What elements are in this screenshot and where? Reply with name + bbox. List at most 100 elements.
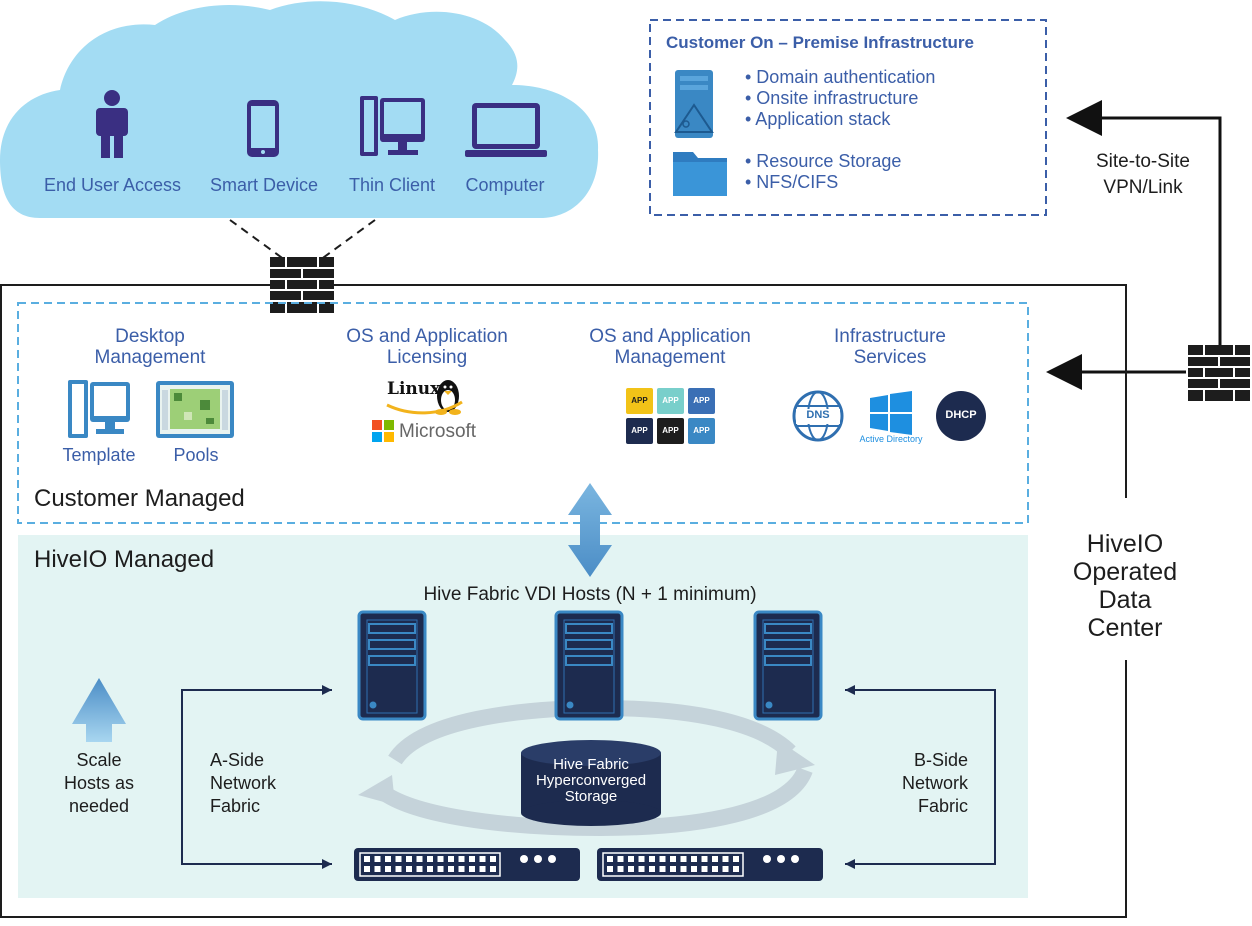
section-desktop-title1: Desktop: [115, 326, 185, 347]
app-tile: [688, 418, 715, 444]
a-side-fabric-line: [181, 689, 332, 865]
a-side-line1: A-Side: [210, 750, 265, 770]
loop-arrowhead-left: [358, 775, 395, 805]
customer-managed-box: [17, 302, 1029, 524]
laptop-icon: [465, 103, 547, 157]
hive-managed-label: HiveIO Managed: [34, 546, 215, 573]
vpn-label-line1: Site-to-Site: [1096, 151, 1190, 172]
pools-icon: [156, 381, 234, 438]
b-side-line1: B-Side: [913, 750, 968, 770]
microsoft-logo-icon: [372, 420, 394, 442]
onprem-item-5: • NFS/CIFS: [745, 172, 839, 192]
datacenter-line2: Operated: [1072, 558, 1178, 586]
active-directory-label: Active Directory: [859, 434, 923, 444]
device-label-thin-client: Thin Client: [348, 175, 436, 195]
pools-label: Pools: [173, 445, 219, 465]
scale-up-arrow: [72, 678, 126, 742]
microsoft-label: Microsoft: [399, 421, 477, 442]
app-tile-label: APP: [693, 396, 710, 405]
app-tile: [626, 388, 653, 414]
template-monitor-icon: [68, 380, 130, 438]
onprem-item-1: • Domain authentication: [745, 67, 936, 87]
section-licensing-title2: Licensing: [386, 347, 468, 368]
smartphone-icon: [247, 100, 279, 157]
app-tile-label: APP: [693, 426, 710, 435]
loop-arrowhead-right: [775, 740, 815, 775]
vdi-host-server-icon: [554, 610, 624, 721]
datacenter-outline-bottom: [0, 660, 1127, 918]
b-side-line2: Network: [901, 773, 968, 793]
firewall-icon-top: [270, 257, 334, 313]
app-tile-label: APP: [662, 396, 679, 405]
cloud-shape: [0, 1, 599, 218]
linux-swoosh: [386, 400, 463, 415]
section-infra-title1: Infrastructure: [834, 326, 946, 347]
section-licensing-title1: OS and Application: [346, 326, 508, 347]
scale-line1: Scale: [76, 750, 122, 770]
storage-line3: Storage: [564, 788, 618, 805]
onprem-box: [649, 19, 1047, 216]
scale-line2: Hosts as: [63, 773, 135, 793]
app-tile-label: APP: [631, 426, 648, 435]
app-tiles-icon: [626, 388, 715, 444]
a-side-line3: Fabric: [210, 796, 261, 816]
network-switch-icon: [354, 848, 580, 881]
b-side-arrowhead-bottom: [845, 859, 855, 869]
thin-client-icon: [360, 96, 425, 156]
onprem-server-icon: [674, 70, 714, 138]
windows-logo-icon: [870, 391, 912, 435]
vpn-link-arrow: [1066, 100, 1222, 345]
onprem-item-3: • Application stack: [745, 109, 891, 129]
a-side-line2: Network: [210, 773, 277, 793]
app-tile: [657, 418, 684, 444]
dhcp-icon: [936, 391, 986, 441]
scale-line3: needed: [68, 796, 130, 816]
linux-label: Linux: [387, 379, 441, 399]
dns-label: DNS: [806, 409, 830, 421]
folder-icon: [673, 152, 727, 196]
app-tile: [626, 418, 653, 444]
cloud-link-left: [229, 219, 286, 261]
datacenter-outline-top: [0, 284, 1127, 498]
firewall-icon-right: [1188, 345, 1250, 401]
device-label-smart-device: Smart Device: [209, 175, 319, 195]
section-appmgmt-title2: Management: [614, 347, 726, 368]
a-side-arrowhead-top: [322, 685, 332, 695]
datacenter-line4: Center: [1087, 614, 1163, 642]
datacenter-line3: Data: [1098, 586, 1152, 614]
vdi-host-server-icon: [753, 610, 823, 721]
bidirectional-arrow: [568, 483, 612, 577]
onprem-item-2: • Onsite infrastructure: [745, 88, 919, 108]
network-switch-icon: [597, 848, 823, 881]
vpn-label-line2: VPN/Link: [1103, 177, 1183, 198]
storage-line2: Hyperconverged: [535, 772, 647, 789]
template-label: Template: [62, 445, 136, 465]
onprem-title: Customer On – Premise Infrastructure: [666, 33, 974, 52]
app-tile: [657, 388, 684, 414]
customer-managed-label: Customer Managed: [34, 485, 245, 512]
datacenter-line1: HiveIO: [1086, 530, 1164, 558]
linux-penguin-icon: [435, 380, 461, 415]
device-label-computer: Computer: [465, 175, 545, 195]
app-tile: [688, 388, 715, 414]
storage-line1: Hive Fabric: [553, 756, 629, 773]
dhcp-label: DHCP: [945, 409, 977, 421]
dns-globe-icon: [792, 390, 844, 442]
b-side-fabric-line: [845, 689, 996, 865]
vdi-host-server-icon: [357, 610, 427, 721]
a-side-arrowhead-bottom: [322, 859, 332, 869]
b-side-arrowhead-top: [845, 685, 855, 695]
storage-cylinder-icon: [521, 740, 661, 826]
person-icon: [96, 90, 128, 158]
section-infra-title2: Services: [853, 347, 927, 368]
cloud-link-right: [319, 219, 376, 261]
b-side-line3: Fabric: [917, 796, 968, 816]
app-tile-label: APP: [662, 426, 679, 435]
device-label-end-user: End User Access: [43, 175, 182, 195]
hosts-label: Hive Fabric VDI Hosts (N + 1 minimum): [423, 584, 757, 605]
app-tile-label: APP: [631, 396, 648, 405]
onprem-item-4: • Resource Storage: [745, 151, 902, 171]
section-desktop-title2: Management: [94, 347, 206, 368]
section-appmgmt-title1: OS and Application: [589, 326, 751, 347]
